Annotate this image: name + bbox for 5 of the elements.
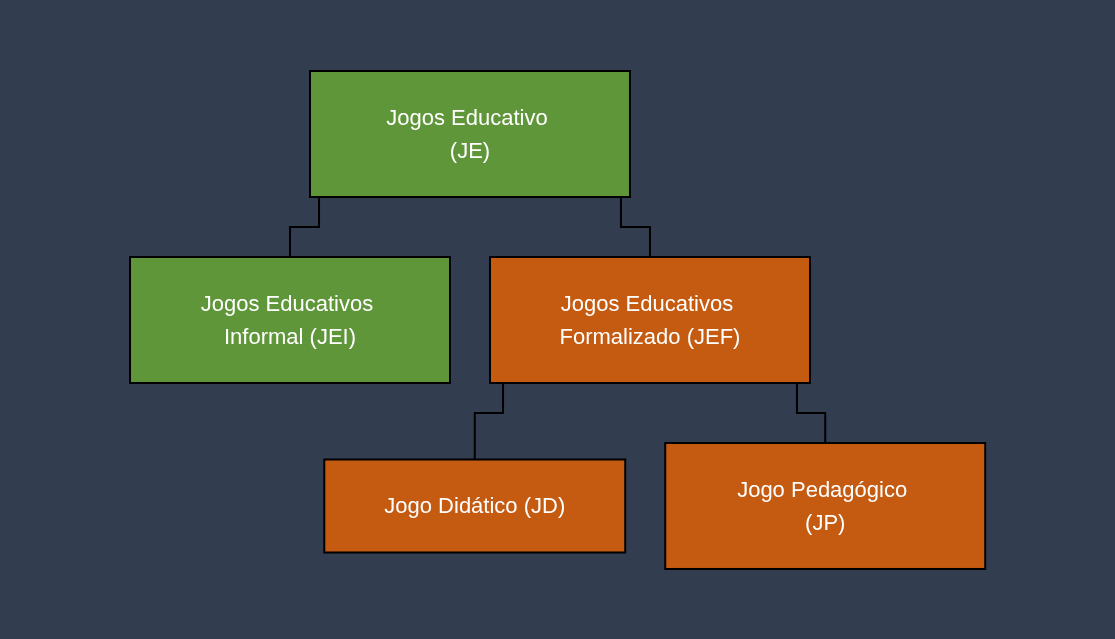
node-box: Jogos Educativos Informal (JEI) <box>128 255 451 384</box>
node-box: Jogo Pedagógico (JP) <box>664 441 987 570</box>
node-box: Jogos Educativo (JE) <box>308 69 631 198</box>
node-box: Jogo Didático (JD) <box>323 458 627 553</box>
node-box: Jogos Educativos Formalizado (JEF) <box>488 255 811 384</box>
